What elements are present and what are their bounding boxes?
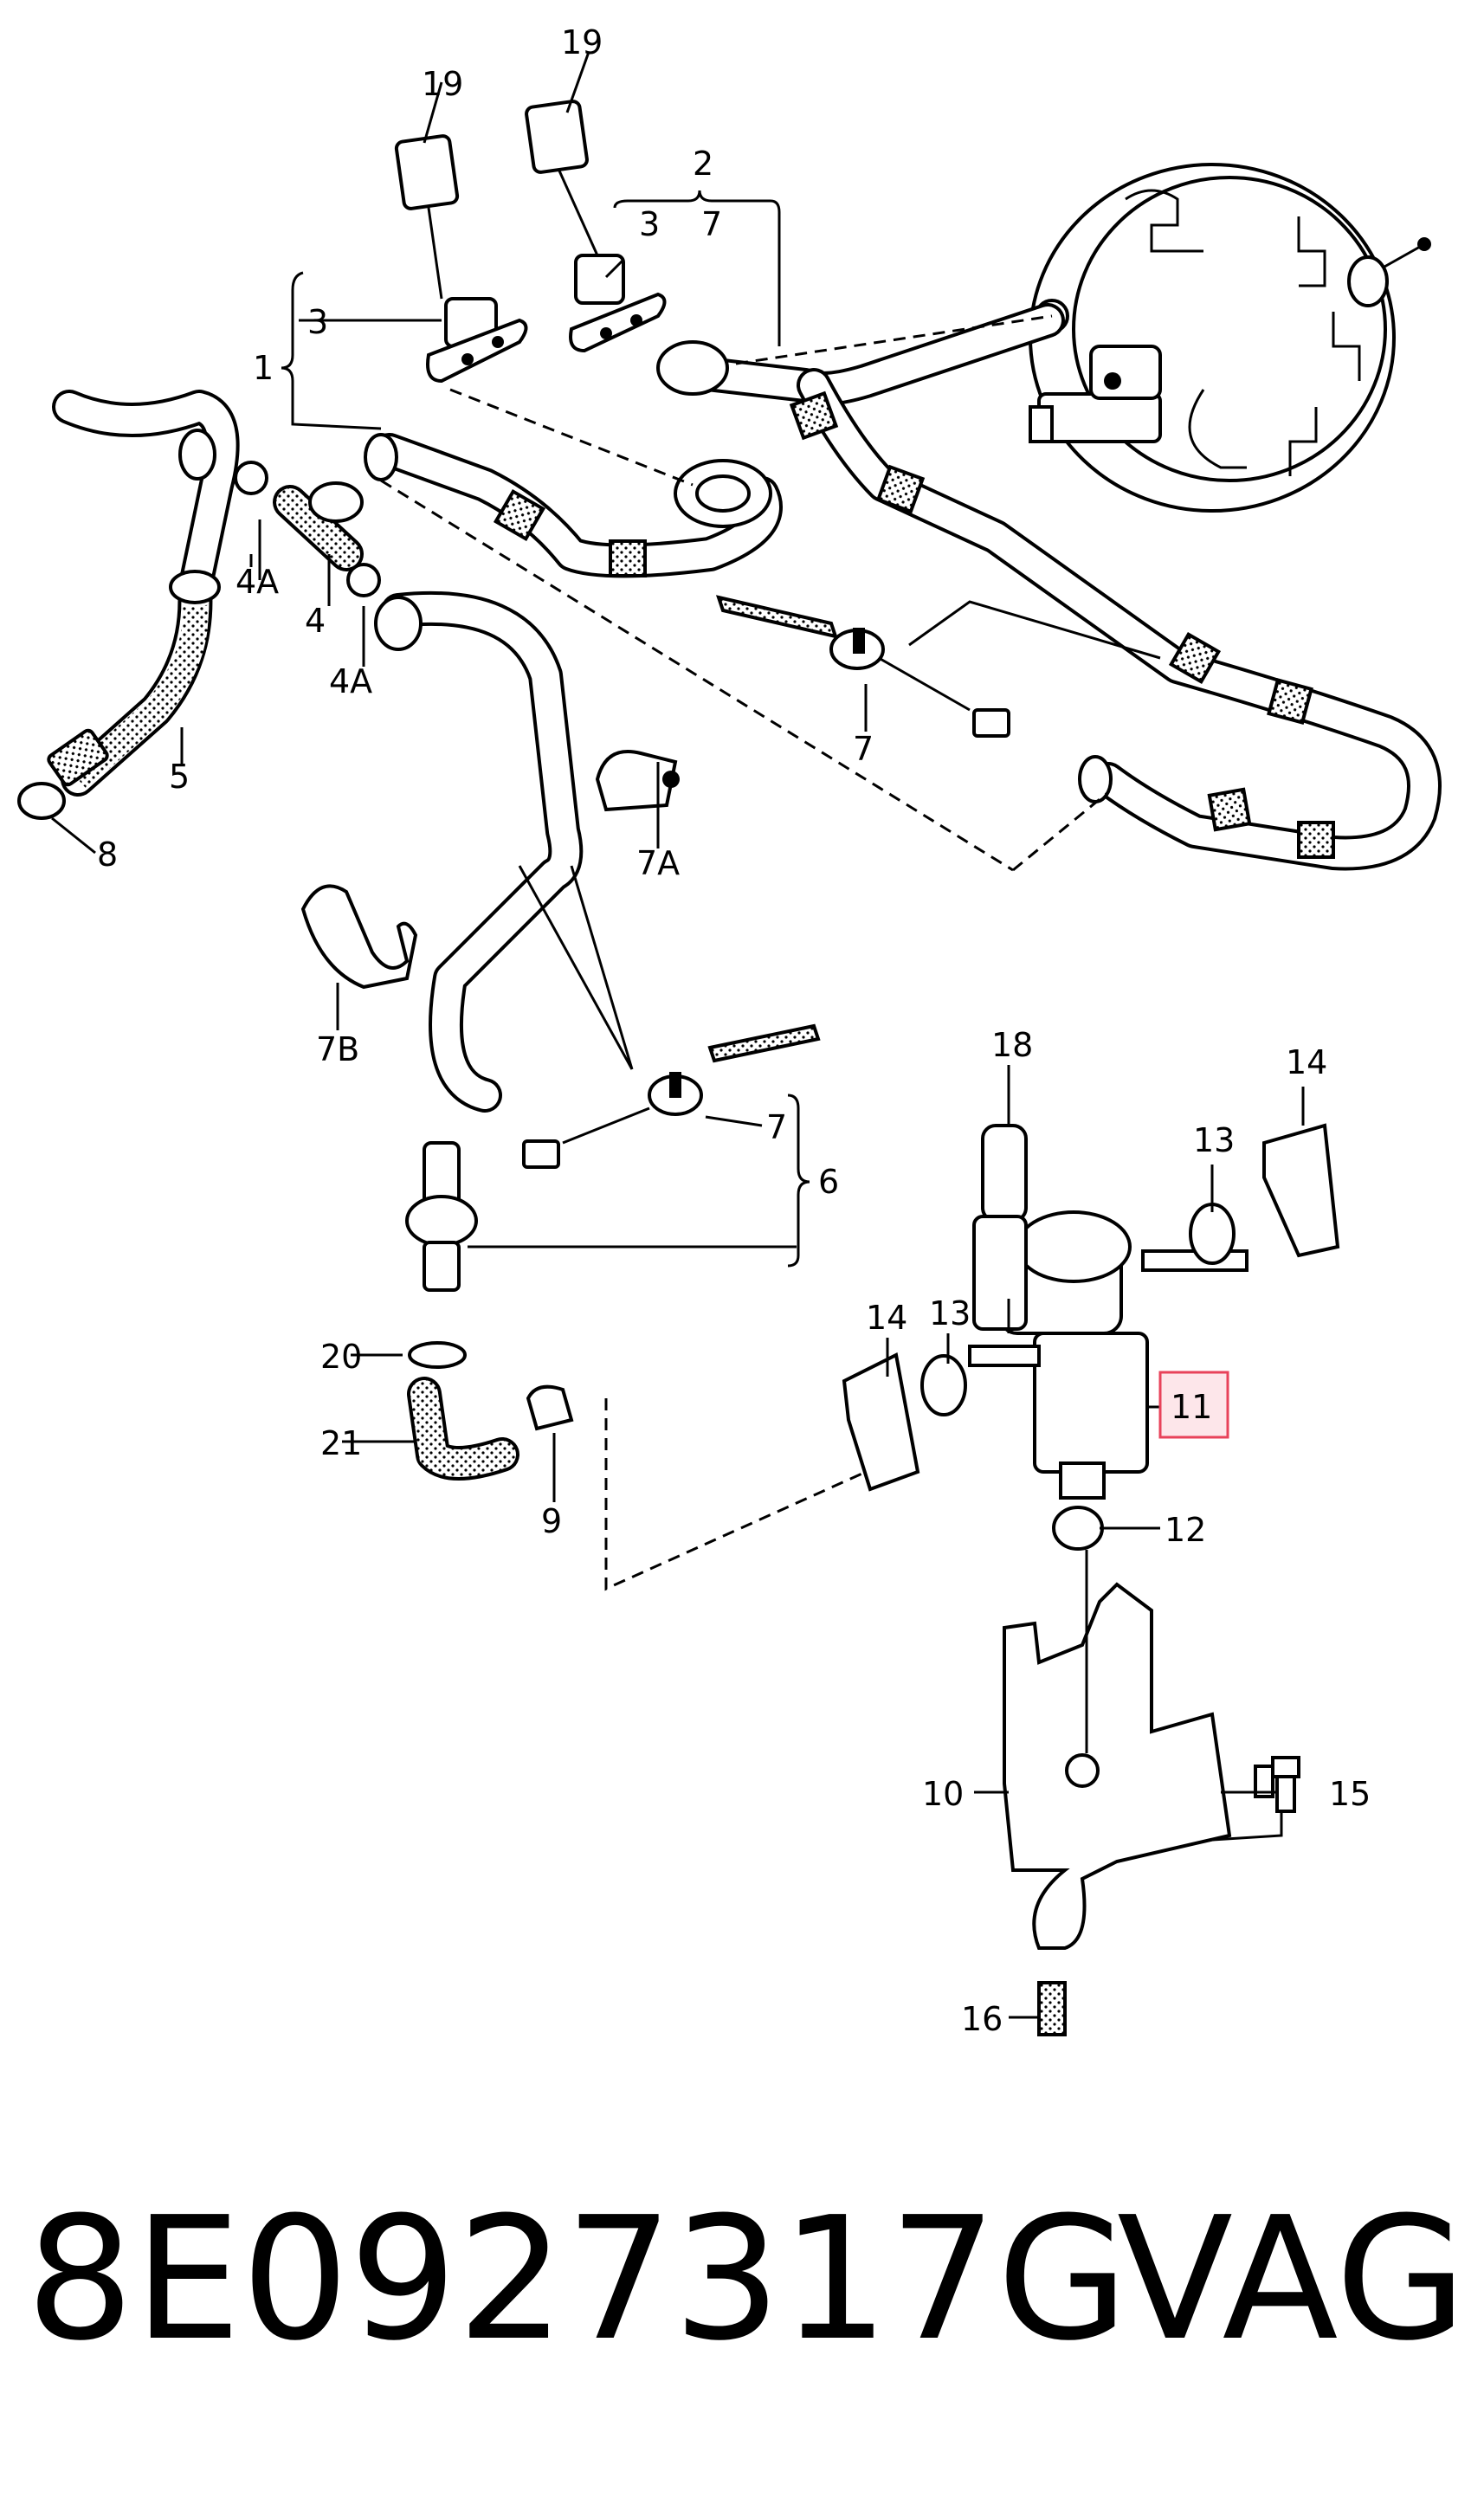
bolt-15 — [1271, 1756, 1300, 1813]
callout-11: 11 — [1171, 1388, 1212, 1426]
brand-name: VAG — [1117, 2181, 1467, 2378]
brake-booster — [1029, 163, 1431, 513]
callout-12: 12 — [1165, 1511, 1206, 1549]
leader-lines — [51, 51, 1305, 2019]
part-number: 8E0927317G — [26, 2181, 1128, 2378]
callout-4a-left: 4A — [236, 563, 279, 601]
callout-4: 4 — [305, 602, 326, 640]
callout-labels: 19 19 2 3 7 3 1 4A 4 4A 5 8 7 7A 7B 7 6 … — [97, 23, 1371, 2038]
callout-2: 2 — [693, 145, 713, 183]
callout-15: 15 — [1329, 1775, 1371, 1813]
callout-21: 21 — [320, 1424, 362, 1462]
cable-tie-upper — [715, 595, 1010, 738]
callout-7-top: 7 — [701, 205, 722, 243]
callout-7b: 7B — [316, 1030, 359, 1068]
callout-9: 9 — [541, 1502, 562, 1540]
callout-7-middle: 7 — [853, 730, 874, 768]
callout-20: 20 — [320, 1338, 362, 1376]
callout-11-highlight — [1158, 1371, 1229, 1439]
callout-16: 16 — [961, 2000, 1003, 2038]
callout-13-left: 13 — [929, 1294, 971, 1332]
upper-hose-assembly — [364, 303, 1442, 871]
clamp-7a — [595, 750, 680, 812]
vacuum-pump — [968, 1124, 1248, 1500]
connector-right — [525, 100, 667, 353]
callout-19-left: 19 — [422, 65, 463, 103]
left-hoses — [17, 390, 584, 1113]
connector-left — [394, 134, 528, 384]
cable-tie-lower — [522, 1023, 821, 1169]
callout-19-right: 19 — [561, 23, 603, 61]
callout-13-right: 13 — [1193, 1121, 1235, 1159]
callout-14-left: 14 — [866, 1299, 907, 1337]
callout-3-left: 3 — [307, 303, 328, 341]
callout-10: 10 — [922, 1775, 964, 1813]
clamp-7b — [300, 884, 418, 990]
callout-4a-right: 4A — [329, 662, 372, 700]
valve-20-21 — [405, 1141, 574, 1481]
callout-5: 5 — [169, 758, 190, 796]
callout-7-lower: 7 — [766, 1108, 787, 1146]
callout-14-right: 14 — [1286, 1043, 1327, 1081]
callout-1: 1 — [253, 349, 274, 387]
bracket-10 — [1003, 1582, 1274, 2036]
callout-3-right: 3 — [639, 205, 660, 243]
callout-8: 8 — [97, 836, 118, 874]
callout-7a: 7A — [636, 844, 680, 882]
callout-18: 18 — [991, 1026, 1033, 1064]
callout-6: 6 — [818, 1163, 839, 1201]
